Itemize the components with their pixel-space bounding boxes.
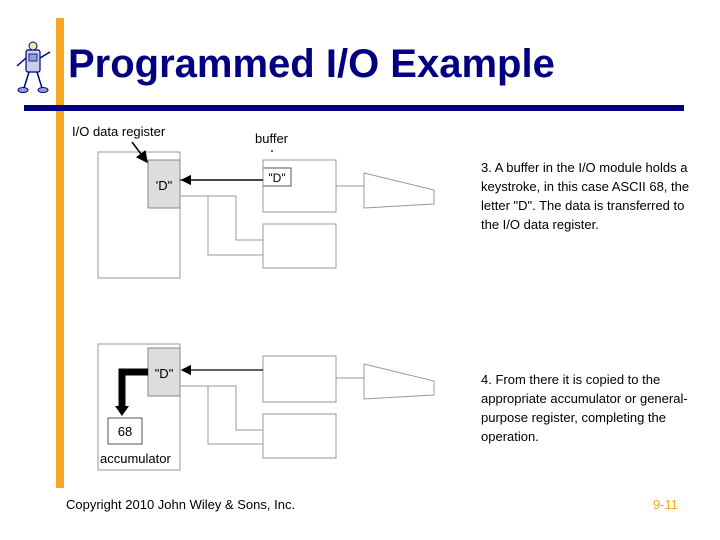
accent-bar [56,18,64,488]
keyboard-device-bottom [363,363,435,400]
accumulator-register [107,417,143,445]
copy-arrow-head [115,406,129,416]
accumulator-value: 68 [118,424,132,439]
page-number: 9-11 [652,497,678,512]
title-underline [24,105,684,111]
top-diagram: 'D" I/O data register buffer "D" [72,124,435,279]
buffer-register-value: "D" [268,171,285,185]
bus-branch-2 [208,195,263,241]
io-data-register-value: 'D" [156,178,173,193]
io-data-register-bottom [147,347,181,397]
slide-title: Programmed I/O Example [68,42,555,86]
buffer-label: buffer [255,131,289,146]
device-box-4 [262,413,337,459]
io-data-register-label: I/O data register [72,124,166,139]
bottom-diagram: "D" 68 accumulator [97,343,435,471]
io-data-register-bottom-value: "D" [155,366,174,381]
copy-arrow [118,368,148,408]
keyboard-device [363,172,435,209]
copyright-footer: Copyright 2010 John Wiley & Sons, Inc. [66,497,296,512]
accumulator-label: accumulator [100,451,171,466]
step-3-caption: 3. A buffer in the I/O module holds a ke… [481,160,690,232]
register-pointer-arrow [131,141,148,164]
device-box-2 [262,223,337,269]
device-box-3 [262,355,337,403]
step-4-caption: 4. From there it is copied to the approp… [481,372,688,444]
bus-branch-1 [180,195,263,256]
cartoon-computer-mascot-icon [16,41,51,93]
bus-branch-3 [180,385,263,445]
io-data-register [147,159,181,209]
bus-branch-4 [208,385,263,431]
